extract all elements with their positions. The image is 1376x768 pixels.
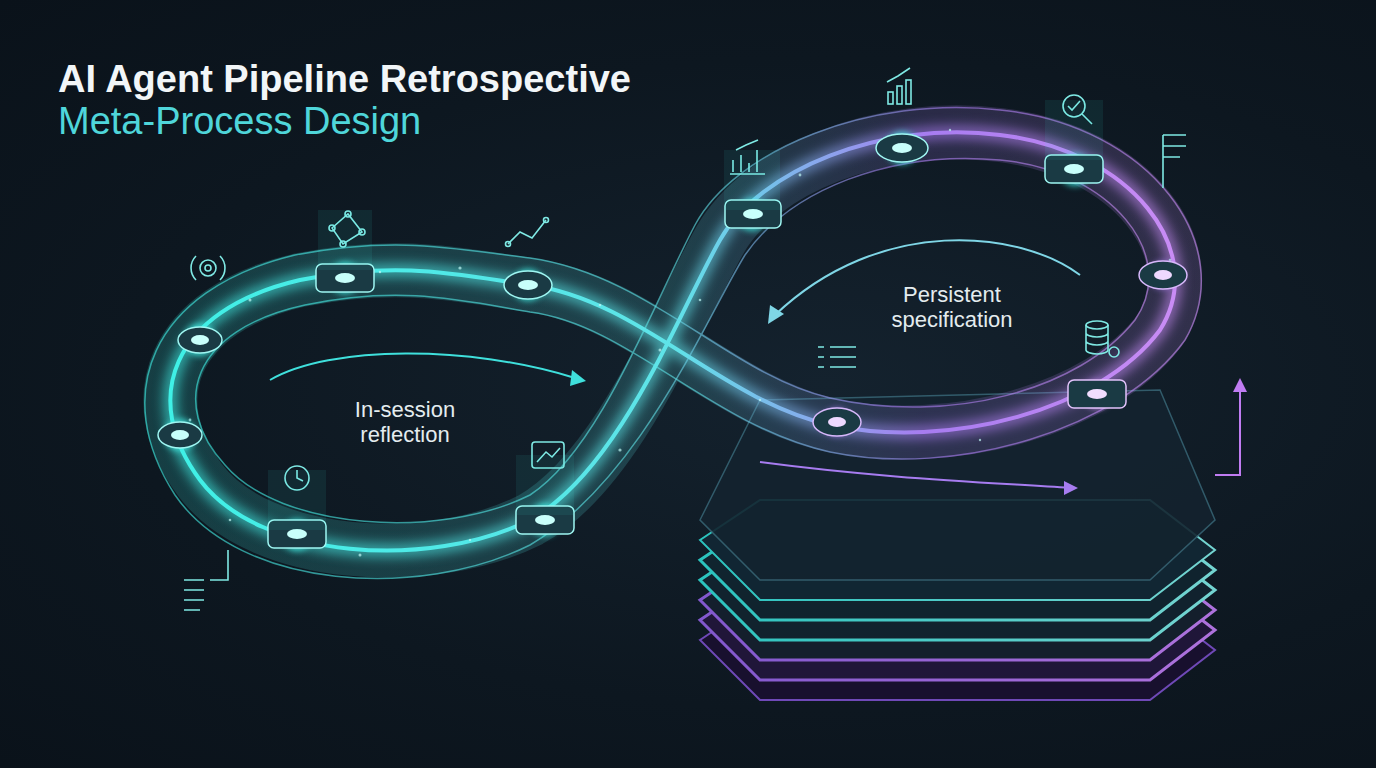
title-text: AI Agent Pipeline Retrospective [58, 58, 631, 102]
subtitle-text: Meta-Process Design [58, 100, 421, 144]
loop-label: In-session reflection [325, 397, 485, 448]
loop-label: Persistent specification [857, 282, 1047, 333]
